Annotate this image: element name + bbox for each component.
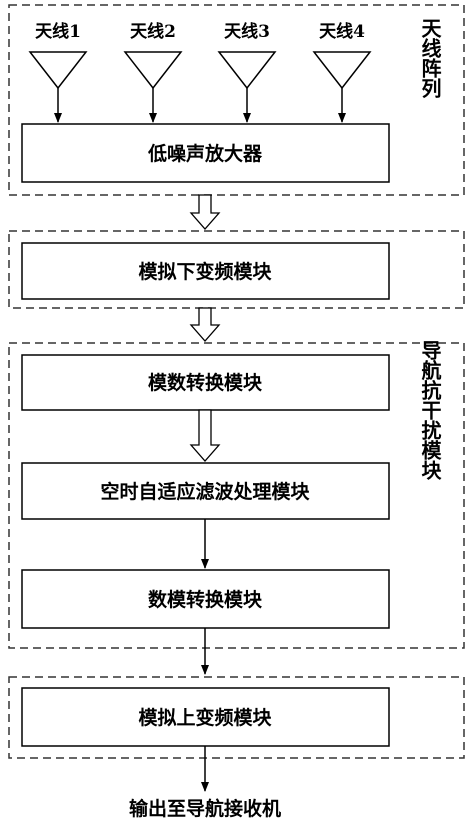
lna-label: 低噪声放大器 bbox=[147, 142, 263, 165]
analog-down-group bbox=[8, 230, 465, 309]
hollow-arrow-2 bbox=[189, 307, 221, 342]
antenna-2-icon bbox=[123, 51, 183, 123]
adc-box bbox=[21, 354, 390, 411]
lna-box bbox=[21, 123, 390, 183]
antenna-4-label: 天线4 bbox=[319, 21, 365, 42]
hollow-arrow-1 bbox=[189, 194, 221, 230]
stap-box bbox=[21, 462, 390, 520]
analog-up-box bbox=[21, 687, 390, 747]
antenna-3-icon bbox=[217, 51, 277, 123]
antenna-4-icon bbox=[312, 51, 372, 123]
anti-jam-group bbox=[8, 342, 465, 649]
anti-jam-label: 导航抗干扰模块 bbox=[418, 340, 442, 481]
antenna-1-icon bbox=[28, 51, 88, 123]
adc-label: 模数转换模块 bbox=[148, 371, 263, 394]
antenna-3-label: 天线3 bbox=[224, 21, 270, 42]
analog-up-label: 模拟上变频模块 bbox=[138, 706, 272, 729]
antenna-1-label: 天线1 bbox=[35, 21, 81, 42]
antenna-array-group bbox=[8, 4, 465, 196]
analog-down-label: 模拟下变频模块 bbox=[138, 260, 272, 283]
stap-label: 空时自适应滤波处理模块 bbox=[100, 480, 310, 503]
output-label: 输出至导航接收机 bbox=[129, 797, 281, 820]
antenna-array-label: 天线阵列 bbox=[418, 18, 442, 99]
antenna-2-label: 天线2 bbox=[130, 21, 176, 42]
analog-down-box bbox=[21, 242, 390, 300]
analog-up-group bbox=[8, 676, 465, 759]
hollow-arrow-3 bbox=[189, 409, 221, 462]
dac-label: 数模转换模块 bbox=[148, 588, 263, 611]
